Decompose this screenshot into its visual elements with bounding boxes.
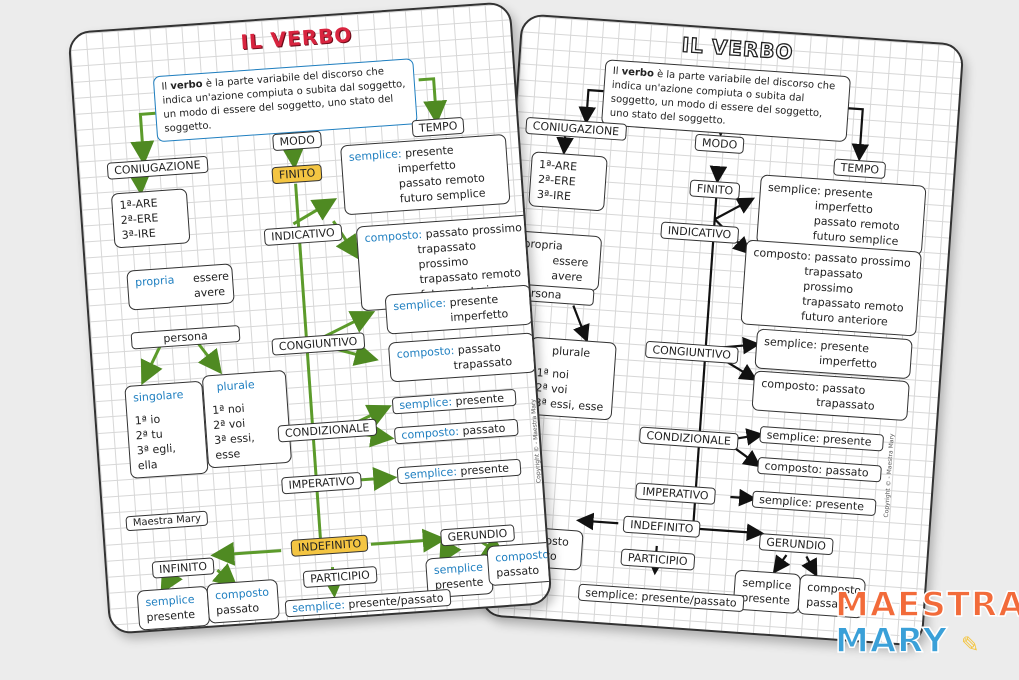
modo-label: MODO bbox=[272, 130, 323, 152]
gerundio-composto-box: composto passato bbox=[486, 541, 553, 587]
singolare-box: singolare 1ª io 2ª tu 3ª egli, ella bbox=[124, 380, 209, 479]
propria-label: propria bbox=[523, 236, 564, 253]
semplice-label: semplice: bbox=[763, 334, 818, 352]
pencil-icon: ✎ bbox=[960, 633, 981, 658]
tense-item: presente bbox=[455, 391, 505, 409]
semplice-label: semplice: bbox=[348, 147, 403, 164]
singolare-item: 3ª egli, ella bbox=[136, 441, 177, 473]
tense-item: passato bbox=[495, 563, 540, 580]
coniugazione-item: 3ª-IRE bbox=[536, 187, 572, 204]
logo-line-2: MARY ✎ bbox=[834, 620, 981, 662]
infinito-composto-box: composto passato bbox=[206, 578, 280, 624]
semplice-label: semplice: bbox=[766, 428, 820, 446]
logo-line-1: MAESTRA bbox=[834, 584, 1019, 626]
semplice-label: semplice: bbox=[291, 598, 346, 615]
tense-item: passato bbox=[461, 421, 506, 438]
composto-label: composto: bbox=[364, 227, 423, 245]
tense-item: presente bbox=[740, 591, 791, 608]
tense-item: presente bbox=[815, 496, 865, 514]
singolare-label: singolare bbox=[132, 388, 184, 405]
semplice-label: semplice: bbox=[584, 586, 639, 603]
semplice-label: semplice: bbox=[767, 180, 822, 198]
definition-keyword: verbo bbox=[170, 78, 204, 93]
finito-label: FINITO bbox=[271, 163, 323, 185]
propria-label: propria bbox=[134, 273, 175, 290]
mind-map-sheet-bw: IL VERBO Il verbo è la parte variabile d… bbox=[479, 13, 965, 647]
propria-box: propria essere avere bbox=[126, 263, 235, 311]
tense-item: presente bbox=[146, 607, 196, 625]
coniugazioni-box: 1ª-ARE 2ª-ERE 3ª-IRE bbox=[110, 188, 191, 249]
tense-item: presente bbox=[459, 461, 510, 478]
tempo-label: TEMPO bbox=[833, 158, 887, 180]
logo-text: MAESTRA bbox=[834, 584, 1019, 626]
tense-item: passato bbox=[825, 463, 869, 480]
indicativo-composto-box: composto: passato prossimo trapassato pr… bbox=[740, 239, 922, 337]
semplice-label: semplice: bbox=[758, 493, 813, 510]
infinito-semplice-box: semplice presente bbox=[136, 585, 211, 631]
plurale-box: plurale 1ª noi 2ª voi 3ª essi, esse bbox=[201, 369, 293, 469]
semplice-label: semplice: bbox=[392, 296, 447, 314]
indicativo-semplice-box: semplice: presente imperfetto passato re… bbox=[340, 133, 511, 216]
coniugazione-item: 3ª-IRE bbox=[121, 226, 157, 242]
coniugazioni-box: 1ª-ARE 2ª-ERE 3ª-IRE bbox=[528, 151, 608, 212]
composto-label: composto: bbox=[760, 376, 820, 394]
tense-item: passato bbox=[215, 601, 260, 618]
composto-label: composto: bbox=[396, 344, 455, 362]
plurale-label: plurale bbox=[551, 344, 591, 360]
modo-label: MODO bbox=[694, 133, 745, 155]
plurale-item: 3ª essi, esse bbox=[213, 431, 256, 462]
semplice-label: semplice: bbox=[403, 465, 458, 482]
definition-text-end: è la parte variabile del discorso che in… bbox=[162, 66, 406, 135]
plurale-box: plurale 1ª noi 2ª voi 3ª essi, esse bbox=[525, 336, 617, 421]
logo-text: MARY bbox=[834, 620, 949, 662]
composto-label: composto: bbox=[400, 424, 460, 442]
composto-label: composto: bbox=[764, 459, 823, 477]
finito-label: FINITO bbox=[689, 179, 741, 200]
tense-item: presente bbox=[822, 432, 872, 449]
plurale-label: plurale bbox=[216, 378, 256, 394]
mind-map-sheet-color: IL VERBO Il verbo è la parte variabile d… bbox=[67, 1, 553, 635]
composto-label: composto: bbox=[753, 246, 812, 264]
definition-keyword: verbo bbox=[621, 66, 655, 80]
maestra-mary-logo: MAESTRA MARY ✎ bbox=[834, 584, 1019, 665]
semplice-label: semplice: bbox=[398, 395, 453, 412]
tempo-label: TEMPO bbox=[411, 116, 465, 138]
